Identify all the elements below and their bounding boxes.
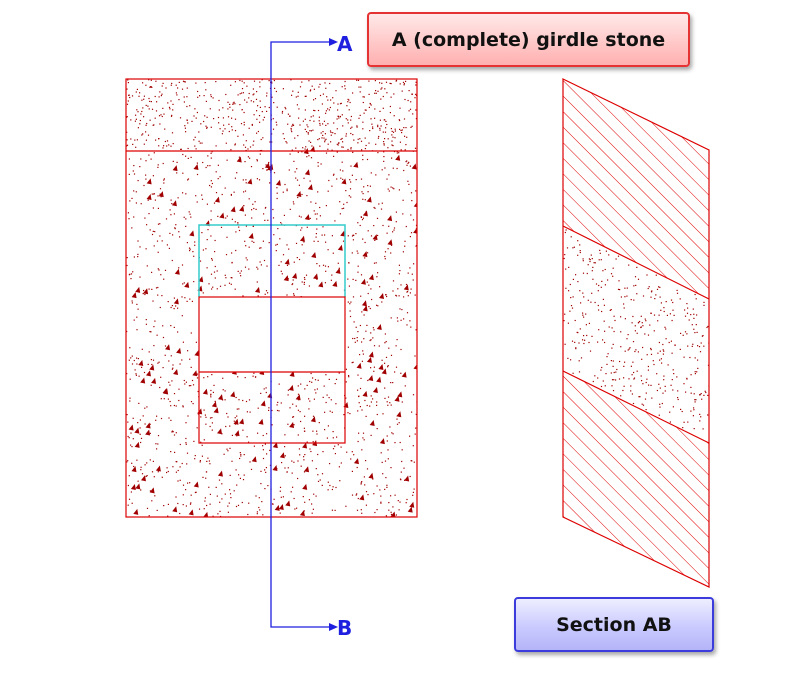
arrow-b-icon [329,623,338,631]
arrow-a-icon [329,38,338,46]
section-stipple-texture [563,229,709,430]
plan-recess-outline [198,224,346,297]
section-label-banner: Section AB [514,597,714,652]
cutting-line: A B [270,32,353,640]
cut-line-path [270,41,329,628]
cut-label-a: A [337,32,353,56]
section-hatch-top [563,79,709,299]
section-divider-lower [562,370,710,444]
plan-opening [199,297,345,372]
title-banner: A (complete) girdle stone [367,12,690,67]
plan-socket-outline [198,296,346,444]
cut-label-b: B [337,616,352,640]
section-view [562,78,710,588]
section-hatch-bottom [563,371,709,587]
plan-view [125,78,418,518]
section-divider-upper [562,225,710,300]
